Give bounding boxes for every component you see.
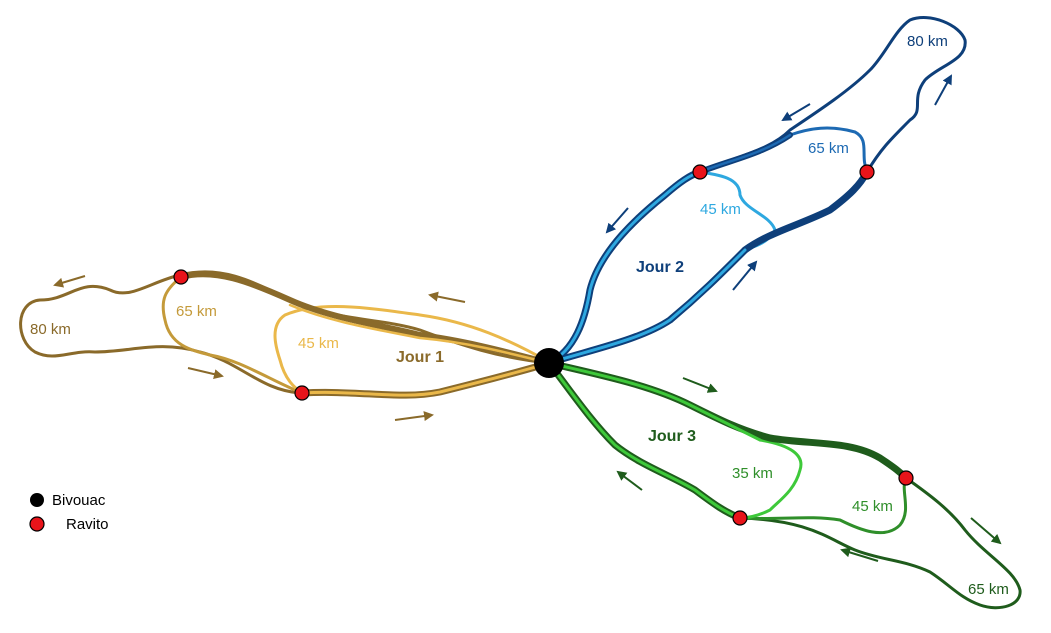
- ravito-point: [173, 269, 189, 285]
- legend: Bivouac Ravito: [29, 492, 109, 533]
- day3-35km-label: 35 km: [732, 465, 773, 482]
- day2-title: Jour 2: [636, 259, 684, 276]
- day2-arrow: [605, 207, 629, 234]
- day1-loop-80km: [19, 270, 551, 395]
- day1-arrow: [394, 411, 434, 422]
- legend-ravito-label: Ravito: [66, 516, 109, 533]
- day2-arrow: [732, 260, 758, 291]
- day3-trunk-top-inner: [547, 361, 762, 442]
- day3-trunk-bottom-inner: [547, 361, 742, 520]
- day1-routes: 80 km 65 km 45 km Jour 1: [19, 270, 553, 422]
- ravito-point: [294, 385, 310, 401]
- ravito-point: [859, 164, 875, 180]
- day1-loop-65km: [161, 275, 304, 395]
- day3-trunk-top-outer: [545, 359, 910, 482]
- day1-trunk-inner: [300, 361, 551, 397]
- day1-trunk-outer: [298, 359, 553, 399]
- bivouac-point: [534, 348, 564, 378]
- day3-arrow: [616, 470, 643, 491]
- day3-arrow: [682, 377, 718, 393]
- day1-upper-inner: [288, 303, 551, 365]
- day3-title: Jour 3: [648, 428, 696, 445]
- day3-arrow: [840, 547, 879, 562]
- day1-arrow: [428, 291, 466, 303]
- day1-80km-label: 80 km: [30, 321, 71, 338]
- legend-bivouac-label: Bivouac: [52, 492, 106, 509]
- day3-loop-45km: [738, 476, 908, 535]
- day1-arrow: [187, 367, 224, 380]
- day3-arrow: [970, 517, 1002, 545]
- day1-arrow: [53, 275, 86, 288]
- day2-trunk-left-inner: [547, 170, 702, 365]
- day2-arrow: [781, 103, 811, 122]
- ravito-point: [898, 470, 914, 486]
- day2-arrow: [934, 74, 952, 106]
- day2-65km-label: 65 km: [808, 140, 849, 157]
- day1-65km-label: 65 km: [176, 303, 217, 320]
- ravito-point: [692, 164, 708, 180]
- day2-loop-65km: [788, 126, 869, 174]
- day2-80km-label: 80 km: [907, 33, 948, 50]
- legend-bivouac-marker: [30, 493, 44, 507]
- day2-45km-label: 45 km: [700, 201, 741, 218]
- day3-loop-65km: [738, 476, 1022, 610]
- day2-trunk-right-inner: [547, 248, 747, 365]
- ravito-point: [732, 510, 748, 526]
- legend-ravito-marker: [29, 516, 45, 532]
- day3-65km-label: 65 km: [968, 581, 1009, 598]
- day3-loop-35km: [738, 438, 803, 520]
- day2-loop-80km: [698, 16, 967, 174]
- day3-routes: 35 km 45 km 65 km Jour 3: [545, 359, 1022, 610]
- ravito-points: [173, 164, 914, 526]
- day1-title: Jour 1: [396, 349, 444, 366]
- day3-45km-label: 45 km: [852, 498, 893, 515]
- day1-45km-label: 45 km: [298, 335, 339, 352]
- day2-upper-inner: [698, 133, 792, 174]
- day2-routes: 80 km 65 km 45 km Jour 2: [545, 16, 967, 367]
